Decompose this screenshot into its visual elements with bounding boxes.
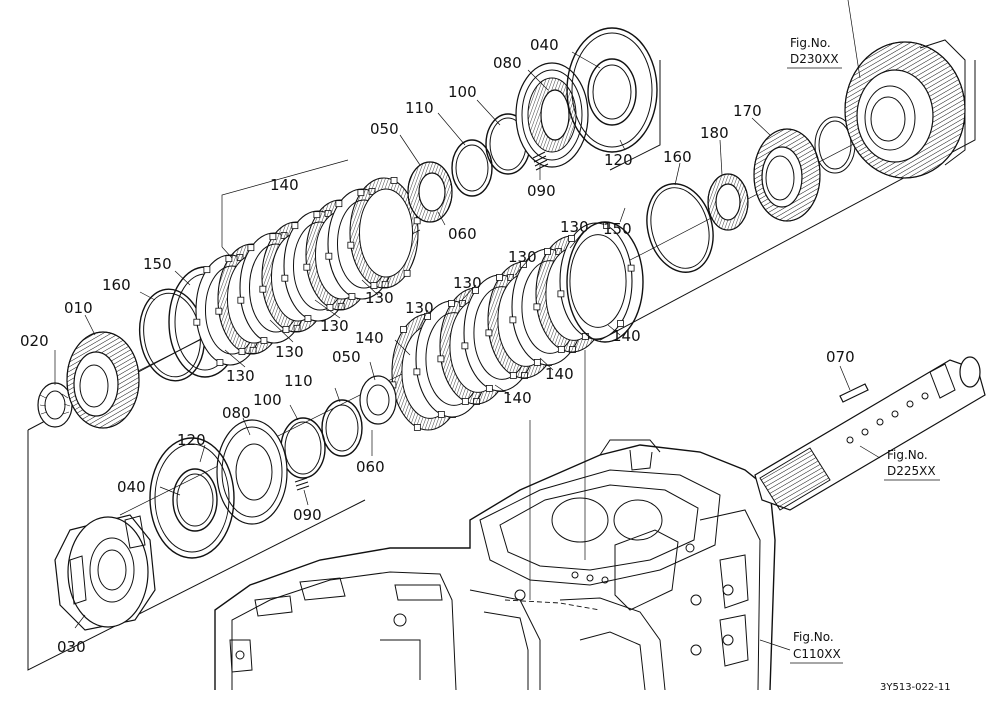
callout-130-a: 130 bbox=[226, 367, 255, 385]
callout-150-upper: 150 bbox=[143, 255, 172, 273]
spring-090-upper bbox=[532, 151, 549, 171]
snap-ring-160-right bbox=[646, 183, 714, 273]
callout-080-lower: 080 bbox=[222, 404, 251, 422]
key-070 bbox=[839, 383, 869, 403]
bearing-080-upper bbox=[515, 62, 589, 168]
fig-ref-d230: Fig.No. D230XX bbox=[787, 36, 842, 69]
callout-120-lower: 120 bbox=[177, 431, 206, 449]
callout-060-lower: 060 bbox=[356, 458, 385, 476]
spring-090-lower bbox=[294, 477, 310, 491]
callout-080-upper: 080 bbox=[493, 54, 522, 72]
callout-010: 010 bbox=[64, 299, 93, 317]
bearing-020 bbox=[37, 382, 73, 428]
ring-040-upper bbox=[587, 58, 637, 126]
plate-120-upper bbox=[566, 27, 658, 153]
callout-labels: 040 080 100 110 050 090 060 120 140 150 … bbox=[20, 36, 855, 656]
bearing-180 bbox=[707, 173, 749, 231]
washer-050-upper bbox=[407, 161, 453, 223]
callout-090-lower: 090 bbox=[293, 506, 322, 524]
hub-030 bbox=[54, 514, 156, 631]
ring-110-upper bbox=[451, 139, 493, 197]
lower-clutch-plates bbox=[389, 222, 635, 431]
ring-150-right bbox=[566, 221, 644, 343]
fig-ref-d230-line2: D230XX bbox=[790, 52, 839, 66]
washer-050-lower bbox=[359, 375, 397, 425]
callout-050-lower: 050 bbox=[332, 348, 361, 366]
upper-plate-8 bbox=[347, 177, 421, 289]
callout-140-e: 140 bbox=[355, 329, 384, 347]
callout-130-c: 130 bbox=[320, 317, 349, 335]
fig-ref-d225: Fig.No. D225XX bbox=[884, 448, 940, 481]
callout-060-upper: 060 bbox=[448, 225, 477, 243]
callout-130-d: 130 bbox=[365, 289, 394, 307]
callout-160-upper: 160 bbox=[102, 276, 131, 294]
callout-130-g: 130 bbox=[453, 274, 482, 292]
fig-ref-c110: Fig.No. C110XX bbox=[790, 630, 843, 664]
callout-160-right: 160 bbox=[663, 148, 692, 166]
callout-090-upper: 090 bbox=[527, 182, 556, 200]
callout-100-lower: 100 bbox=[253, 391, 282, 409]
fig-ref-c110-line2: C110XX bbox=[793, 647, 841, 661]
callout-180: 180 bbox=[700, 124, 729, 142]
callout-140-d: 140 bbox=[503, 389, 532, 407]
callout-130-f: 130 bbox=[508, 248, 537, 266]
fig-ref-d225-line1: Fig.No. bbox=[887, 448, 928, 462]
callout-170: 170 bbox=[733, 102, 762, 120]
fig-ref-d230-line1: Fig.No. bbox=[790, 36, 831, 50]
plate-120-lower bbox=[149, 437, 235, 559]
fig-ref-c110-line1: Fig.No. bbox=[793, 630, 834, 644]
gear-170 bbox=[753, 128, 821, 222]
leader-lines bbox=[54, 0, 881, 651]
callout-130-h: 130 bbox=[405, 299, 434, 317]
hub-assembly-d230 bbox=[844, 39, 966, 179]
ring-100-lower bbox=[280, 417, 326, 479]
callout-100-upper: 100 bbox=[448, 83, 477, 101]
fig-ref-d225-line2: D225XX bbox=[887, 464, 936, 478]
callout-140-c: 140 bbox=[545, 365, 574, 383]
bearing-080-lower bbox=[216, 419, 288, 525]
upper-clutch-plates bbox=[193, 177, 421, 366]
callout-150-right: 150 bbox=[603, 220, 632, 238]
callout-140-upper: 140 bbox=[270, 176, 299, 194]
callout-130-b: 130 bbox=[275, 343, 304, 361]
callout-040-lower: 040 bbox=[117, 478, 146, 496]
callout-070: 070 bbox=[826, 348, 855, 366]
callout-130-e: 130 bbox=[560, 218, 589, 236]
ring-110-lower bbox=[321, 399, 363, 457]
lower-plate-8 bbox=[557, 222, 635, 340]
callout-020: 020 bbox=[20, 332, 49, 350]
callout-050-upper: 050 bbox=[370, 120, 399, 138]
drawing-code: 3Y513-022-11 bbox=[880, 682, 951, 693]
ring-040-lower bbox=[172, 468, 218, 532]
callout-110-upper: 110 bbox=[405, 99, 434, 117]
callout-140-b: 140 bbox=[612, 327, 641, 345]
gear-010 bbox=[66, 331, 140, 429]
callout-110-lower: 110 bbox=[284, 372, 313, 390]
callout-040-upper: 040 bbox=[530, 36, 559, 54]
callout-120-upper: 120 bbox=[604, 151, 633, 169]
shaft-d225 bbox=[754, 356, 986, 511]
callout-030: 030 bbox=[57, 638, 86, 656]
